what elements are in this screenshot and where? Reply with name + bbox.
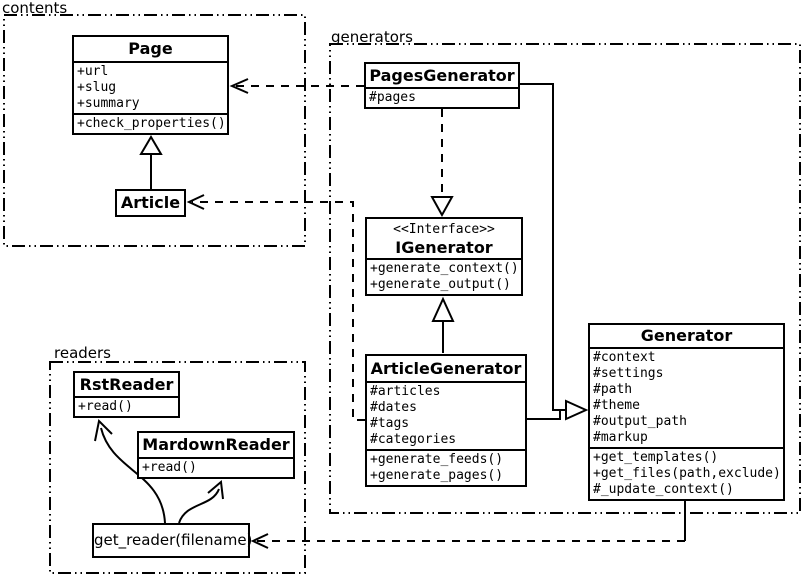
methods-compartment: +read() bbox=[139, 457, 293, 477]
method: +generate_context() bbox=[370, 261, 519, 276]
attribute: #path bbox=[593, 382, 633, 397]
edge-articlegenerator-to-generator bbox=[527, 410, 561, 420]
open-arrowhead-icon bbox=[186, 194, 205, 210]
class-name-page: Page bbox=[128, 39, 173, 58]
class-box-rstreader: RstReader +read() bbox=[73, 371, 180, 418]
edge-getreader-to-mardownreader bbox=[178, 488, 220, 524]
function-box-getreader: get_reader(filename) bbox=[92, 523, 253, 558]
class-box-pagesgenerator: PagesGenerator #pages bbox=[364, 62, 520, 109]
method: +generate_pages() bbox=[370, 468, 504, 483]
methods-compartment: +generate_feeds() +generate_pages() bbox=[367, 449, 525, 485]
method: +check_properties() bbox=[77, 116, 226, 131]
attribute: +url bbox=[77, 64, 109, 79]
attributes-compartment: +url +slug +summary bbox=[74, 61, 227, 113]
class-name-articlegenerator: ArticleGenerator bbox=[370, 359, 522, 378]
class-box-igenerator: <<Interface>> IGenerator +generate_conte… bbox=[365, 217, 523, 296]
class-name-generator: Generator bbox=[640, 326, 733, 345]
open-arrowhead-icon bbox=[250, 533, 269, 549]
attribute: #tags bbox=[370, 416, 410, 431]
method: +get_files(path,exclude) bbox=[593, 466, 781, 481]
class-name-rstreader: RstReader bbox=[79, 375, 174, 394]
class-name-mardownreader: MardownReader bbox=[142, 435, 290, 454]
package-border-readers bbox=[49, 361, 306, 574]
package-border-generators bbox=[329, 43, 801, 514]
class-box-generator: Generator #context #settings #path #them… bbox=[588, 323, 785, 501]
method: +get_templates() bbox=[593, 450, 719, 465]
method: +read() bbox=[78, 399, 133, 414]
function-name-getreader: get_reader(filename) bbox=[94, 531, 253, 549]
class-box-article: Article bbox=[115, 189, 186, 217]
package-border-contents bbox=[3, 14, 306, 247]
package-label-readers: readers bbox=[54, 344, 111, 362]
class-box-articlegenerator: ArticleGenerator #articles #dates #tags … bbox=[365, 354, 527, 487]
attribute: #articles bbox=[370, 384, 441, 399]
attribute: +slug bbox=[77, 80, 117, 95]
realization-triangle-icon bbox=[430, 196, 454, 218]
generalization-triangle-icon bbox=[565, 399, 589, 421]
method: +generate_output() bbox=[370, 277, 511, 292]
class-header: <<Interface>> IGenerator bbox=[367, 219, 521, 258]
attribute: #categories bbox=[370, 432, 457, 447]
class-box-page: Page +url +slug +summary +check_properti… bbox=[72, 35, 229, 135]
attribute: #pages bbox=[369, 90, 416, 105]
generalization-triangle-icon bbox=[431, 296, 455, 322]
open-arrowhead-icon bbox=[207, 480, 224, 500]
method: +generate_feeds() bbox=[370, 452, 504, 467]
class-name-igenerator: IGenerator bbox=[395, 238, 493, 257]
attribute: #theme bbox=[593, 398, 640, 413]
attributes-compartment: #context #settings #path #theme #output_… bbox=[590, 347, 783, 447]
attributes-compartment: #articles #dates #tags #categories bbox=[367, 381, 525, 449]
attribute: +summary bbox=[77, 96, 140, 111]
open-arrowhead-icon bbox=[94, 418, 113, 442]
open-arrowhead-icon bbox=[229, 78, 249, 94]
class-name-pagesgenerator: PagesGenerator bbox=[369, 66, 515, 85]
attribute: #markup bbox=[593, 430, 648, 445]
edge-articlegenerator-to-article bbox=[192, 201, 365, 421]
methods-compartment: +get_templates() +get_files(path,exclude… bbox=[590, 447, 783, 499]
attributes-compartment: #pages bbox=[366, 87, 518, 107]
attribute: #context bbox=[593, 350, 656, 365]
generalization-triangle-icon bbox=[139, 135, 163, 155]
package-label-generators: generators bbox=[331, 28, 413, 46]
package-label-contents: contents bbox=[2, 0, 68, 17]
method: +read() bbox=[142, 460, 197, 475]
stereotype: <<Interface>> bbox=[393, 222, 495, 237]
methods-compartment: +read() bbox=[75, 396, 178, 416]
method: #_update_context() bbox=[593, 482, 734, 497]
methods-compartment: +check_properties() bbox=[74, 113, 227, 133]
attribute: #output_path bbox=[593, 414, 687, 429]
attribute: #dates bbox=[370, 400, 417, 415]
edge-getreader-to-rstreader bbox=[100, 427, 166, 524]
methods-compartment: +generate_context() +generate_output() bbox=[367, 258, 521, 294]
class-name-article: Article bbox=[120, 193, 181, 212]
class-box-mardownreader: MardownReader +read() bbox=[137, 431, 295, 479]
attribute: #settings bbox=[593, 366, 664, 381]
